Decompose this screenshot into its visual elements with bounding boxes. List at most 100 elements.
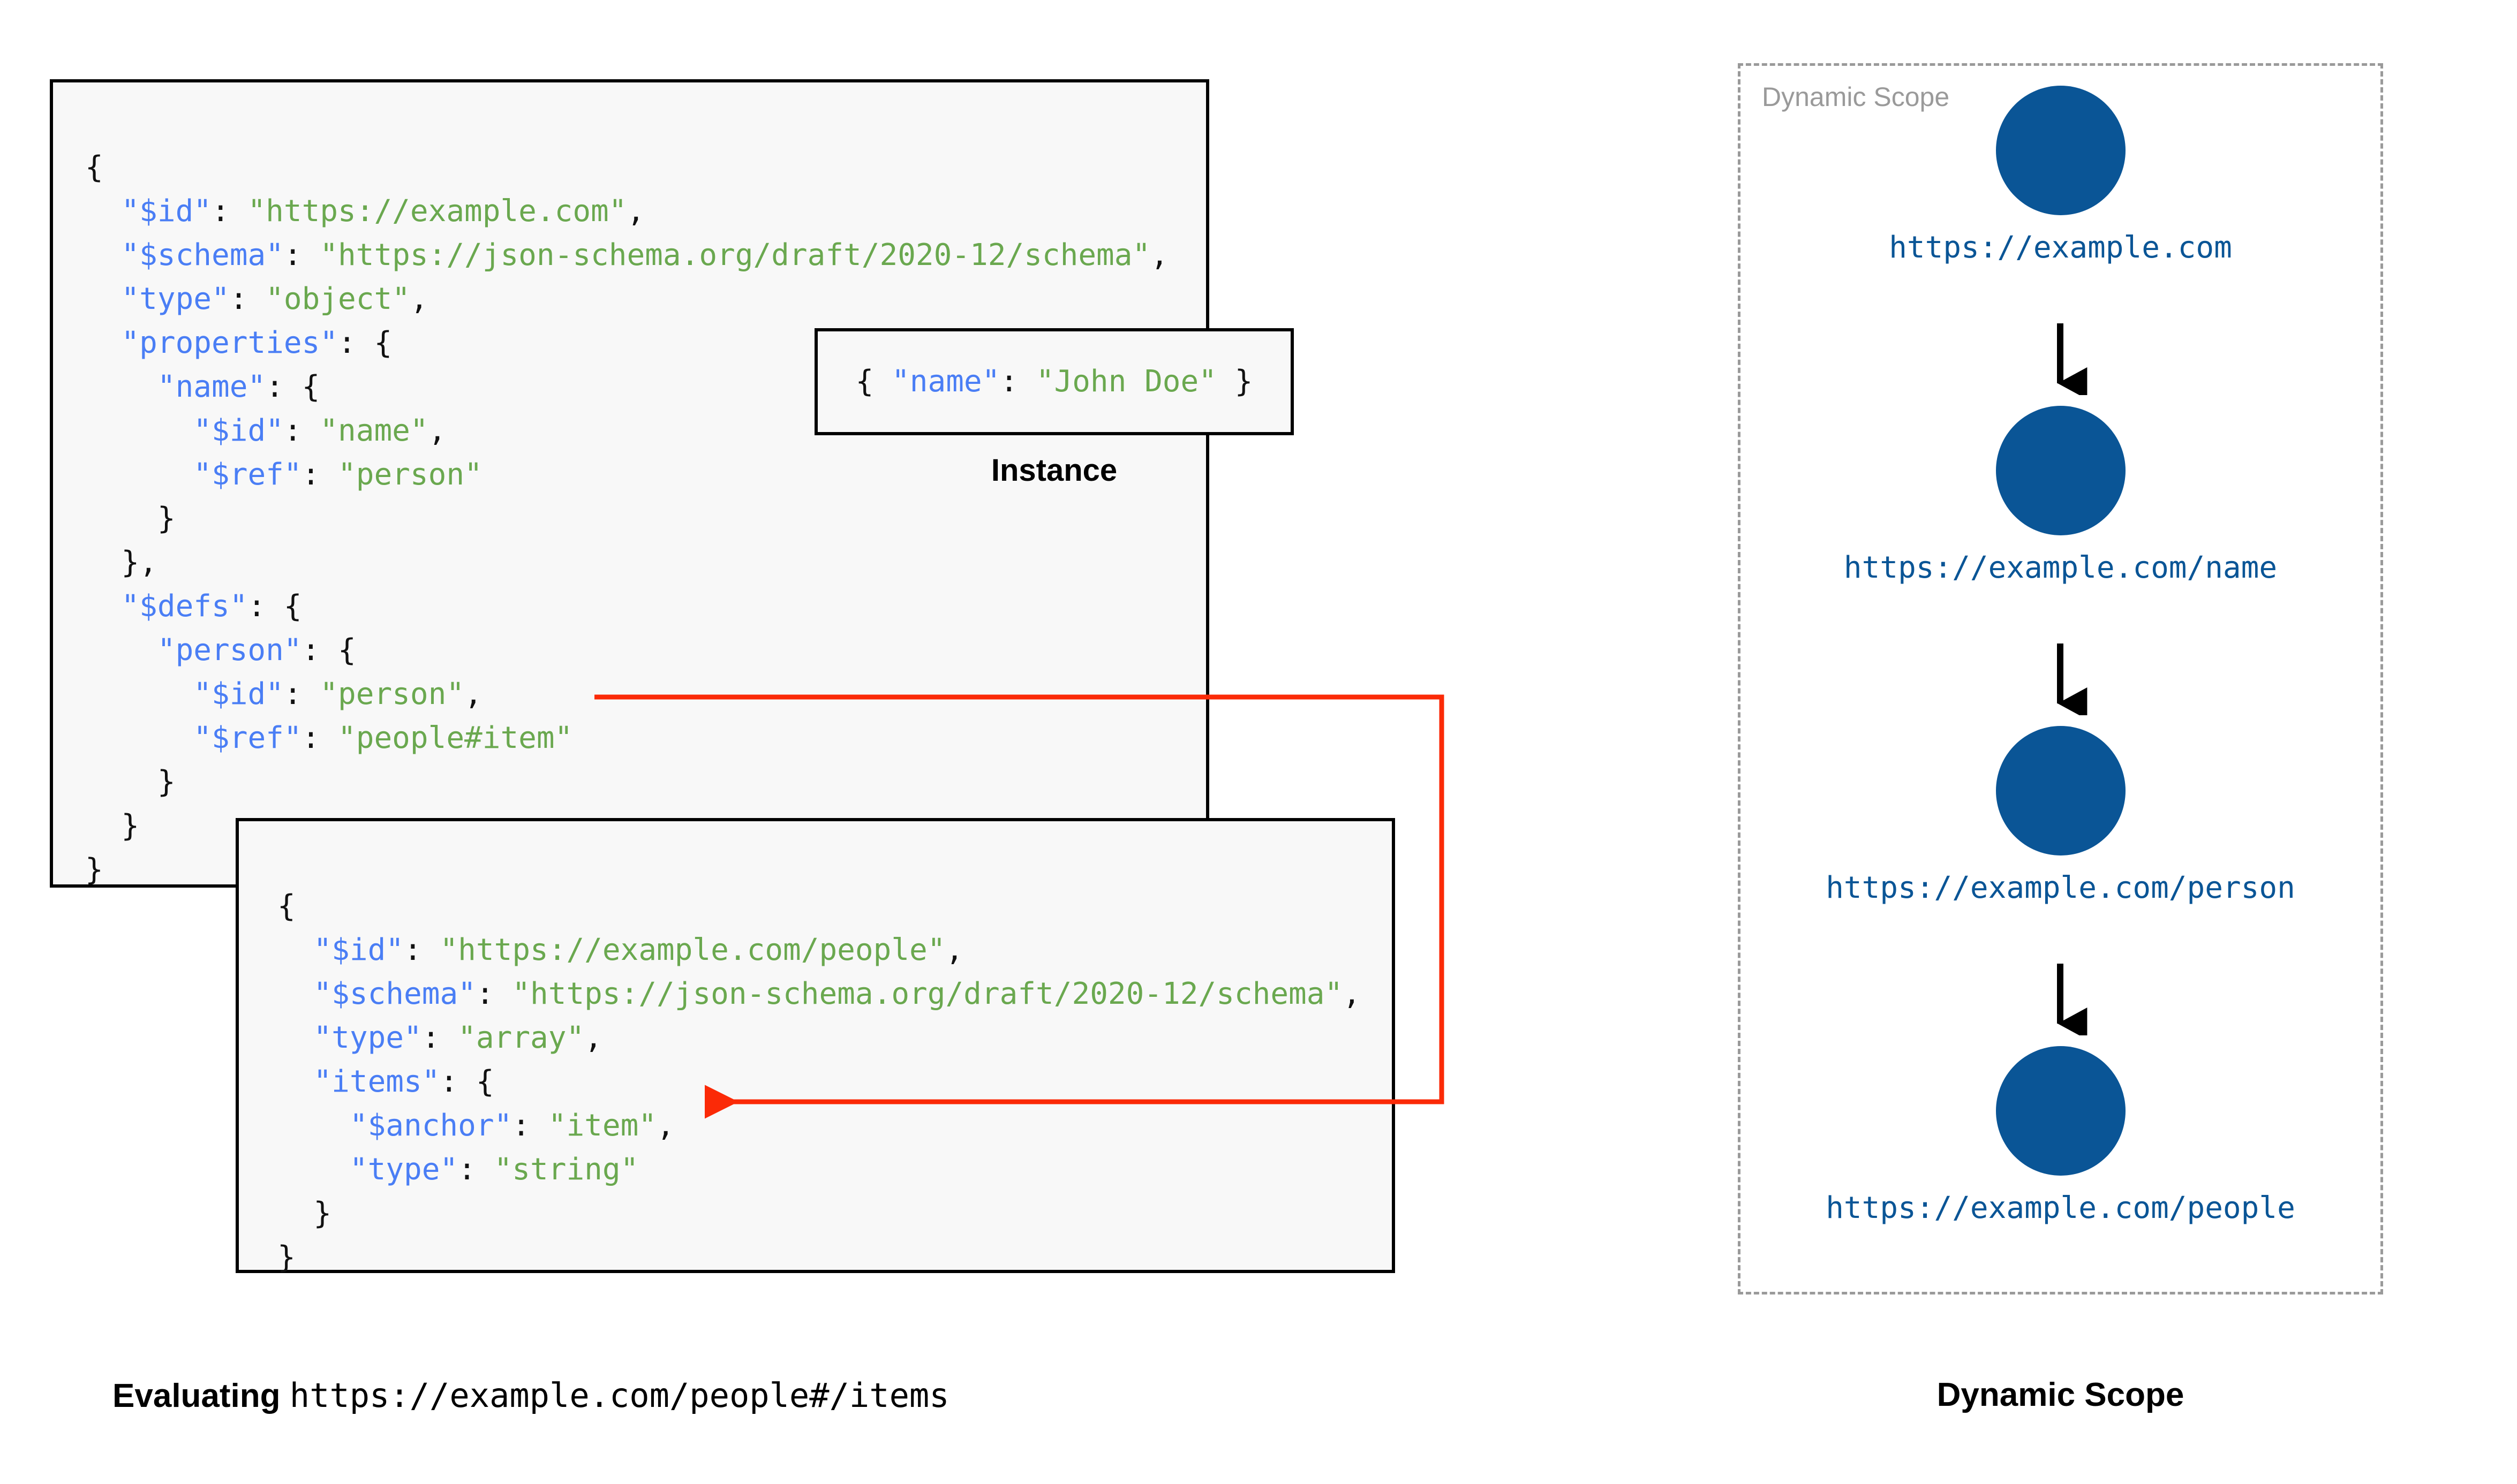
code-token <box>277 1020 313 1055</box>
people-schema-box: { "$id": "https://example.com/people", "… <box>236 818 1395 1275</box>
code-token: "properties" <box>121 325 338 360</box>
scope-node-label: https://example.com <box>1889 230 2232 265</box>
code-token: : <box>302 721 338 755</box>
people-schema-code: { "$id": "https://example.com/people", "… <box>277 884 1361 1279</box>
code-token: } <box>1216 364 1253 399</box>
code-token: "$ref" <box>193 721 302 755</box>
code-token: "string" <box>494 1152 639 1187</box>
code-token: }, <box>85 545 157 580</box>
code-token <box>85 194 121 229</box>
code-token: : <box>283 413 320 448</box>
code-token <box>277 1152 350 1187</box>
evaluating-caption: Evaluating https://example.com/people#/i… <box>112 1376 949 1415</box>
code-token: : <box>1000 364 1036 399</box>
code-token <box>85 369 157 404</box>
code-token: , <box>627 194 645 229</box>
code-token: "person" <box>157 633 302 668</box>
code-token: "$anchor" <box>349 1108 513 1143</box>
scope-circle-icon <box>1995 726 2126 855</box>
scope-arrow-0 <box>2057 323 2088 395</box>
code-token <box>85 325 121 360</box>
code-token <box>85 721 193 755</box>
code-token: : <box>404 933 440 967</box>
code-token <box>277 1108 350 1143</box>
code-token: : <box>229 282 266 316</box>
instance-box: { "name": "John Doe" } <box>815 328 1294 435</box>
code-token: "https://example.com/people" <box>440 933 946 967</box>
code-token: "https://example.com" <box>247 194 627 229</box>
scope-node-0: https://example.com <box>1738 86 2383 265</box>
code-token: "type" <box>121 282 230 316</box>
code-token: , <box>1150 238 1169 272</box>
code-token: "person" <box>320 677 465 711</box>
scope-node-label: https://example.com/people <box>1826 1191 2295 1225</box>
code-token: "people#item" <box>338 721 573 755</box>
code-token: "type" <box>349 1152 458 1187</box>
code-token: "$schema" <box>313 976 476 1011</box>
code-token <box>85 457 193 492</box>
code-token: } <box>85 808 140 843</box>
code-token: : <box>283 238 320 272</box>
scope-circle-icon <box>1995 406 2126 535</box>
code-token: , <box>657 1108 675 1143</box>
scope-circle-icon <box>1995 86 2126 215</box>
code-token <box>277 976 313 1011</box>
code-token: : <box>212 194 248 229</box>
code-token: "$schema" <box>121 238 284 272</box>
code-token: : <box>421 1020 458 1055</box>
code-token: : { <box>266 369 320 404</box>
code-token: : { <box>440 1064 494 1099</box>
code-token: : <box>476 976 513 1011</box>
code-token: { <box>277 889 296 923</box>
code-token: "$id" <box>121 194 212 229</box>
code-token: "name" <box>892 364 1000 399</box>
scope-arrow-2 <box>2057 964 2088 1035</box>
code-token: : <box>283 677 320 711</box>
code-token: : { <box>338 325 393 360</box>
code-token: , <box>428 413 447 448</box>
code-token: , <box>1343 976 1361 1011</box>
code-token: "name" <box>320 413 428 448</box>
code-token: "item" <box>548 1108 657 1143</box>
code-token: } <box>277 1240 296 1275</box>
code-token <box>85 633 157 668</box>
code-token: "John Doe" <box>1036 364 1217 399</box>
code-token: "$id" <box>193 413 284 448</box>
code-token: "$ref" <box>193 457 302 492</box>
evaluating-caption-prefix: Evaluating <box>112 1377 290 1414</box>
scope-arrow-1 <box>2057 643 2088 715</box>
code-token: "https://json-schema.org/draft/2020-12/s… <box>320 238 1151 272</box>
scope-node-label: https://example.com/name <box>1843 550 2278 585</box>
dynamic-scope-caption: Dynamic Scope <box>1936 1376 2184 1413</box>
code-token: "array" <box>458 1020 585 1055</box>
instance-caption: Instance <box>991 453 1118 488</box>
code-token: : <box>512 1108 548 1143</box>
code-token: "$id" <box>193 677 284 711</box>
code-token: "$defs" <box>121 589 248 624</box>
scope-node-label: https://example.com/person <box>1826 870 2295 905</box>
code-token: , <box>464 677 483 711</box>
code-token <box>85 413 193 448</box>
code-token: , <box>945 933 964 967</box>
code-token <box>277 933 313 967</box>
code-token: "object" <box>266 282 410 316</box>
code-token: "type" <box>313 1020 422 1055</box>
scope-node-2: https://example.com/person <box>1738 726 2383 905</box>
code-token: : { <box>247 589 302 624</box>
code-token <box>85 238 121 272</box>
code-token <box>277 1064 313 1099</box>
code-token: { <box>85 150 103 185</box>
code-token: } <box>85 852 103 887</box>
code-token: , <box>584 1020 602 1055</box>
code-token: } <box>277 1196 332 1231</box>
scope-circle-icon <box>1995 1046 2126 1176</box>
evaluating-caption-uri: https://example.com/people#/items <box>289 1376 949 1415</box>
dynamic-scope-panel-label: Dynamic Scope <box>1762 82 1950 112</box>
code-token: { <box>855 364 892 399</box>
code-token: : { <box>302 633 356 668</box>
code-token: } <box>85 501 176 536</box>
code-token: "https://json-schema.org/draft/2020-12/s… <box>512 976 1343 1011</box>
code-token: "name" <box>157 369 266 404</box>
code-token: : <box>302 457 338 492</box>
